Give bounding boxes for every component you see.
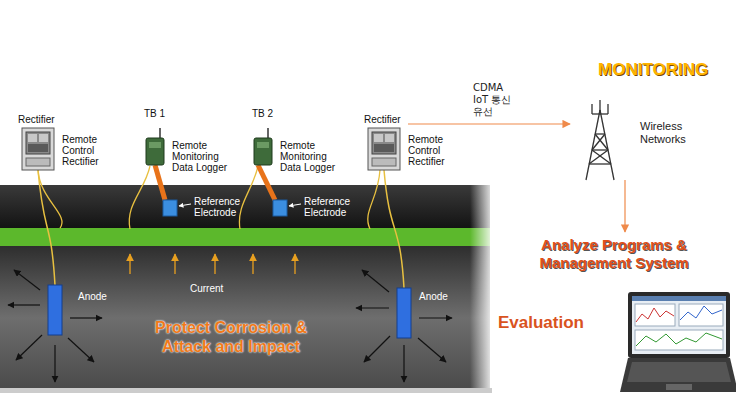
node-text: Analyze Programs & Management System [512, 236, 716, 272]
node-text: Anode [78, 291, 118, 302]
wireless-tower: Wireless Networks [570, 98, 700, 180]
wire-connector [38, 170, 55, 285]
rectifier-cabinet: RectifierRemote Control Rectifier [18, 114, 62, 170]
anode: Anode [48, 285, 62, 335]
reference-electrode: Reference Electrode [163, 200, 177, 216]
current-label: Current [190, 283, 223, 294]
node-title: Rectifier [18, 114, 62, 125]
node-text: Anode [419, 291, 459, 302]
node-text: Remote Monitoring Data Logger [280, 140, 336, 173]
edge-label: CDMA IoT 통신 유선 [473, 82, 519, 118]
arrow-connector [408, 123, 570, 124]
node-text: Remote Control Rectifier [408, 134, 458, 167]
node-text: Reference Electrode [194, 196, 256, 218]
wire-connector [258, 165, 275, 200]
node-text: Remote Monitoring Data Logger [172, 140, 228, 173]
reference-electrode-icon [273, 200, 287, 216]
reference-electrode-icon [163, 200, 177, 216]
wireless-tower-icon [570, 98, 630, 180]
data-logger: TB 1Remote Monitoring Data Logger [140, 108, 170, 165]
data-logger: TB 2Remote Monitoring Data Logger [248, 108, 278, 165]
anode-icon [397, 288, 411, 338]
anode-icon [48, 285, 62, 335]
rectifier-cabinet: RectifierRemote Control Rectifier [364, 114, 408, 170]
node-text: Wireless Networks [640, 120, 700, 146]
arrow-connector [624, 180, 625, 232]
wire-connector [155, 165, 165, 200]
anode: Anode [397, 288, 411, 338]
protection-banner: Protect Corrosion & Attack and Impact [136, 318, 326, 356]
node-title: TB 2 [252, 108, 282, 119]
stage-label: Evaluation [498, 313, 584, 333]
node-text: Reference Electrode [304, 196, 366, 218]
reference-electrode: Reference Electrode [273, 200, 287, 216]
node-text: Remote Control Rectifier [62, 134, 112, 167]
node-title: TB 1 [144, 108, 174, 119]
node-title: Rectifier [364, 114, 408, 125]
section-heading: MONITORING [598, 60, 708, 80]
wire-connector [384, 170, 404, 288]
